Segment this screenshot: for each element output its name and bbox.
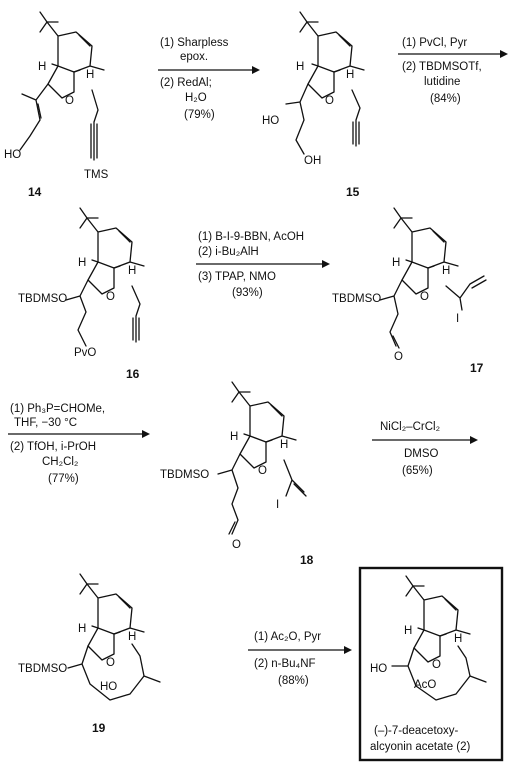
reagent-line: (1) Sharpless	[160, 37, 229, 49]
atom-ho: HO	[4, 149, 21, 161]
compound-2: H H O HO AcO (–)-7-deacetoxy- alcyonin a…	[358, 566, 504, 762]
reaction-step-4: (1) Ph₃P=CHOMe, THF, −30 °C (2) TfOH, i-…	[8, 403, 150, 485]
yield: (77%)	[48, 473, 79, 485]
reagent-line: CH₂Cl₂	[42, 456, 78, 468]
yield: (79%)	[184, 109, 215, 121]
atom-h: H	[392, 257, 400, 269]
compound-label: 14	[28, 185, 42, 199]
product-name-line: (–)-7-deacetoxy-	[374, 725, 459, 737]
atom-o: O	[325, 95, 334, 107]
atom-h: H	[38, 61, 46, 73]
reagent-line: NiCl₂–CrCl₂	[380, 421, 440, 433]
reaction-step-3: (1) B-I-9-BBN, AcOH (2) i-Bu₂AlH (3) TPA…	[196, 231, 330, 299]
atom-ho: HO	[100, 681, 117, 693]
yield: (88%)	[278, 675, 309, 687]
atom-h: H	[128, 265, 136, 277]
compound-15: H H O HO OH 15	[262, 11, 365, 199]
reagent-line: epox.	[180, 51, 208, 63]
reagent-line: (1) PvCl, Pyr	[402, 37, 467, 49]
reagent-line: H₂O	[185, 92, 207, 104]
atom-ho: HO	[262, 115, 279, 127]
atom-o: O	[106, 657, 115, 669]
atom-h: H	[442, 265, 450, 277]
atom-o: O	[106, 291, 115, 303]
reagent-line: (2) n-Bu₄NF	[254, 658, 316, 670]
reagent-line: DMSO	[404, 448, 439, 460]
compound-17: H H O TBDMSO O I 17	[332, 207, 487, 375]
reagent-line: lutidine	[424, 76, 460, 88]
reagent-line: (2) TBDMSOTf,	[402, 61, 482, 73]
reagent-line: (1) Ph₃P=CHOMe,	[10, 403, 105, 415]
atom-i: I	[456, 313, 459, 325]
yield: (65%)	[402, 465, 433, 477]
atom-o: O	[420, 291, 429, 303]
product-name-line: alcyonin acetate (2)	[370, 741, 471, 753]
atom-oh: OH	[304, 155, 321, 167]
product-box	[358, 566, 504, 762]
atom-tbdmso: TBDMSO	[18, 663, 67, 675]
yield: (93%)	[232, 287, 263, 299]
reagent-line: (2) RedAl;	[160, 77, 212, 89]
atom-h: H	[346, 69, 354, 81]
compound-label: 17	[470, 361, 484, 375]
atom-tbdmso: TBDMSO	[160, 469, 209, 481]
compound-16: H H O TBDMSO PvO 16	[18, 207, 145, 381]
reaction-step-6: (1) Ac₂O, Pyr (2) n-Bu₄NF (88%)	[248, 631, 352, 687]
atom-h: H	[280, 439, 288, 451]
reagent-line: THF, −30 °C	[14, 417, 77, 429]
atom-h: H	[454, 633, 462, 645]
compound-label: 16	[126, 367, 140, 381]
atom-h: H	[230, 431, 238, 443]
atom-aco: AcO	[414, 679, 436, 691]
reagent-line: (1) Ac₂O, Pyr	[254, 631, 321, 643]
atom-ho: HO	[370, 663, 387, 675]
atom-h: H	[78, 257, 86, 269]
compound-18: H H O TBDMSO O I 18	[160, 381, 314, 567]
yield: (84%)	[430, 93, 461, 105]
atom-h: H	[78, 623, 86, 635]
reagent-line: (2) TfOH, i-PrOH	[10, 441, 96, 453]
compound-14: H H O HO TMS 14	[4, 11, 109, 199]
atom-tms: TMS	[84, 169, 109, 181]
reaction-step-2: (1) PvCl, Pyr (2) TBDMSOTf, lutidine (84…	[398, 37, 508, 105]
atom-h: H	[296, 61, 304, 73]
atom-h: H	[404, 625, 412, 637]
reagent-line: (2) i-Bu₂AlH	[198, 246, 259, 258]
compound-19: H H O TBDMSO HO 19	[18, 573, 161, 735]
compound-label: 18	[300, 553, 314, 567]
atom-h: H	[86, 69, 94, 81]
reaction-step-5: NiCl₂–CrCl₂ DMSO (65%)	[372, 421, 478, 477]
atom-o: O	[232, 539, 241, 551]
atom-o: O	[258, 465, 267, 477]
reagent-line: (1) B-I-9-BBN, AcOH	[198, 231, 304, 243]
atom-tbdmso: TBDMSO	[332, 293, 381, 305]
compound-label: 19	[92, 721, 106, 735]
atom-i: I	[276, 499, 279, 511]
reaction-step-1: (1) Sharpless epox. (2) RedAl; H₂O (79%)	[158, 37, 260, 121]
compound-label: 15	[346, 185, 360, 199]
atom-o: O	[65, 95, 74, 107]
reagent-line: (3) TPAP, NMO	[198, 271, 276, 283]
atom-o: O	[432, 659, 441, 671]
atom-h: H	[128, 631, 136, 643]
atom-o: O	[394, 351, 403, 363]
atom-pvo: PvO	[74, 347, 96, 359]
atom-tbdmso: TBDMSO	[18, 293, 67, 305]
